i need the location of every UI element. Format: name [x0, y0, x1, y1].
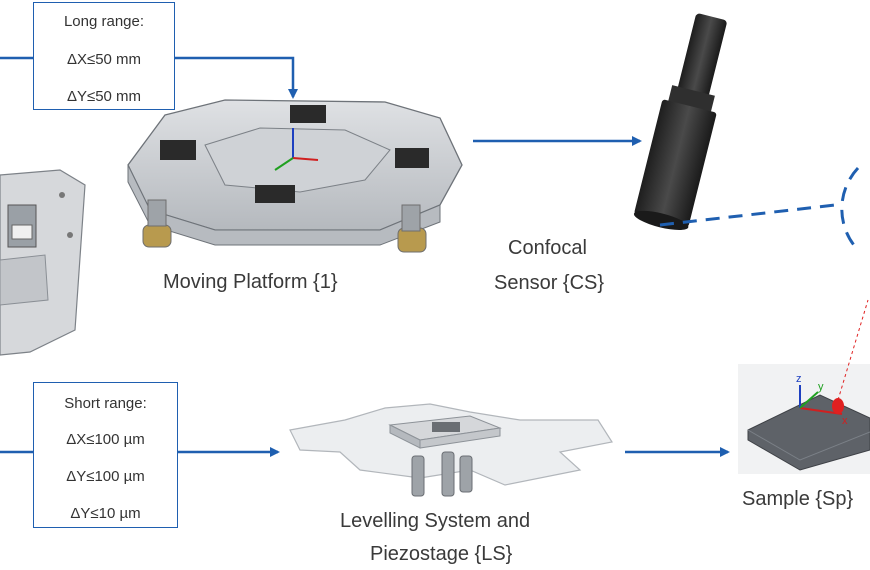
sample-image: z x y: [738, 299, 870, 474]
arrow-long-range-to-platform: [173, 56, 298, 99]
axis-label-y: y: [818, 381, 824, 393]
short-range-box: Short range: ΔX≤100 µm ΔY≤100 µm ΔY≤10 µ…: [33, 382, 178, 528]
focus-circle-arc: [840, 166, 860, 252]
levelling-label-line2: Piezostage {LS}: [370, 543, 513, 565]
confocal-sensor-label-line2: Sensor {CS}: [494, 272, 605, 294]
levelling-system-image: [289, 403, 613, 497]
long-range-title: Long range:: [63, 13, 145, 30]
short-range-dy: ΔY≤100 µm: [66, 468, 145, 485]
sample-label: Sample {Sp}: [742, 488, 854, 510]
axis-label-x: x: [842, 415, 848, 427]
confocal-sensor-label-line1: Confocal: [508, 237, 587, 259]
long-range-dx: ΔX≤50 mm: [66, 51, 142, 68]
confocal-sensor-image: [633, 13, 727, 231]
base-machine-image: [0, 169, 86, 356]
levelling-label-line1: Levelling System and: [340, 510, 531, 532]
short-range-title: Short range:: [64, 395, 147, 412]
long-range-dy: ΔY≤50 mm: [66, 88, 142, 105]
short-range-dx: ΔX≤100 µm: [66, 431, 145, 448]
short-range-dz: ΔY≤10 µm: [70, 505, 141, 522]
moving-platform-image: [127, 99, 463, 253]
long-range-box: Long range: ΔX≤50 mm ΔY≤50 mm: [33, 2, 175, 110]
axis-label-z: z: [796, 373, 802, 385]
sensor-focus-dashed-line: [659, 203, 836, 227]
moving-platform-label: Moving Platform {1}: [163, 271, 338, 293]
